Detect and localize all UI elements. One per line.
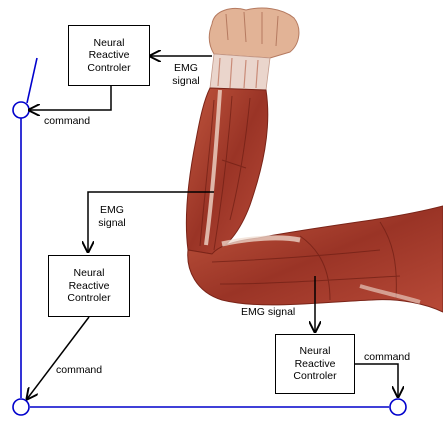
emg-signal-label-bottom: EMG signal [241,306,311,319]
emg-signal-label-top: EMG signal [164,62,208,87]
neural-reactive-controller-middle: Neural Reactive Controler [48,255,130,317]
forearm-muscles [186,88,267,254]
command-top-arrow [29,86,111,110]
controller-top-label: Neural Reactive Controler [87,37,130,75]
fist-shape [209,8,299,58]
command-label-top: command [44,115,104,128]
bottom-left-node-circle [13,399,29,415]
neural-reactive-controller-top: Neural Reactive Controler [68,25,150,86]
command-middle-arrow [27,317,89,399]
emg-signal-label-middle: EMG signal [90,204,134,229]
top-node-circle [13,102,29,118]
command-label-middle: command [56,364,116,377]
command-label-bottom: command [364,351,424,364]
controller-middle-label: Neural Reactive Controler [67,267,110,305]
bottom-right-node-circle [390,399,406,415]
controller-bottom-label: Neural Reactive Controler [293,345,336,383]
muscular-arm-illustration [186,8,443,312]
command-bottom-arrow [354,364,398,397]
neural-reactive-controller-bottom: Neural Reactive Controler [275,334,355,394]
switch-lever-line [27,58,37,103]
